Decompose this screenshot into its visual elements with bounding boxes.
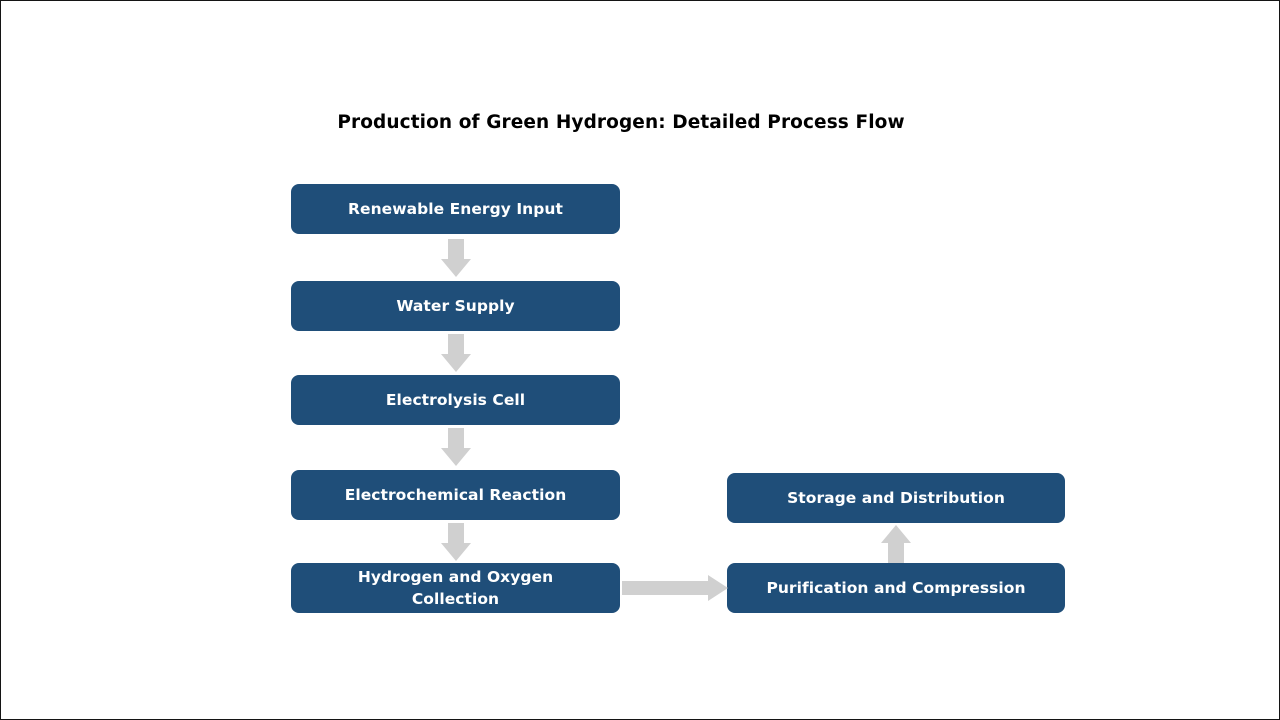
node-label: Purification and Compression xyxy=(766,579,1026,597)
page-title: Production of Green Hydrogen: Detailed P… xyxy=(337,112,905,133)
node-label: Water Supply xyxy=(396,297,515,315)
node-electrolysis-cell[interactable]: Electrolysis Cell xyxy=(291,375,620,425)
node-label: Electrochemical Reaction xyxy=(344,486,567,504)
node-purification-and-compression[interactable]: Purification and Compression xyxy=(727,563,1065,613)
node-hydrogen-and-oxygen-collection[interactable]: Hydrogen and Oxygen Collection xyxy=(291,563,620,613)
arrow-down-icon-edge-1 xyxy=(441,239,471,277)
arrow-right-icon-edge-5 xyxy=(622,575,728,601)
node-label: Renewable Energy Input xyxy=(348,200,563,218)
node-renewable-energy-input[interactable]: Renewable Energy Input xyxy=(291,184,620,234)
arrow-down-icon-edge-4 xyxy=(441,523,471,561)
arrow-down-icon-edge-2 xyxy=(441,334,471,372)
node-label: Electrolysis Cell xyxy=(385,391,526,409)
node-electrochemical-reaction[interactable]: Electrochemical Reaction xyxy=(291,470,620,520)
node-label: Storage and Distribution xyxy=(787,489,1005,507)
node-label: Hydrogen and Oxygen Collection xyxy=(357,568,554,608)
arrow-up-icon-edge-6 xyxy=(881,525,911,563)
node-storage-and-distribution[interactable]: Storage and Distribution xyxy=(727,473,1065,523)
arrow-down-icon-edge-3 xyxy=(441,428,471,466)
node-water-supply[interactable]: Water Supply xyxy=(291,281,620,331)
